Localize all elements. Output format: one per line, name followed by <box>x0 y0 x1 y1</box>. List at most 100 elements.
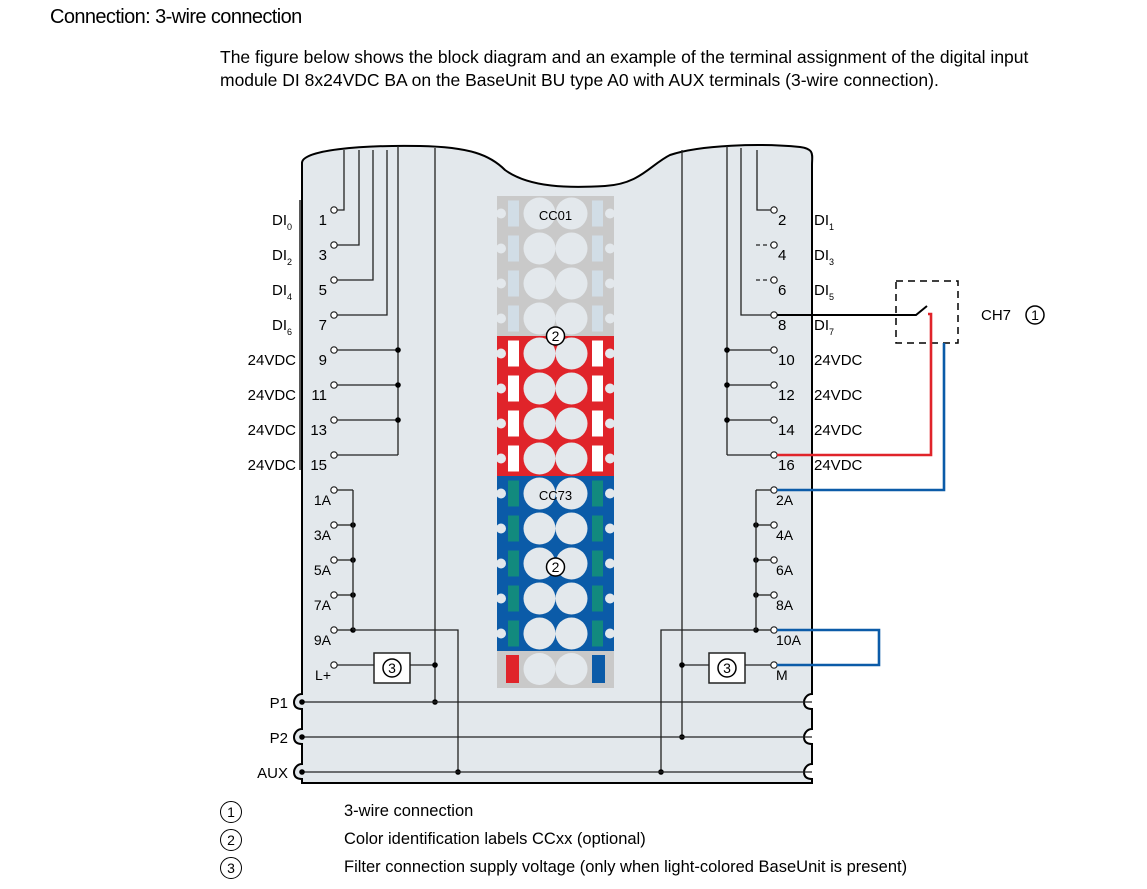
right-signal-label: 24VDC <box>814 422 863 439</box>
terminal-icon <box>770 311 778 319</box>
label-slot <box>592 235 603 262</box>
latch-notch <box>605 558 615 569</box>
terminal-hole <box>555 442 588 475</box>
terminal-icon <box>330 556 338 564</box>
terminal-hole <box>555 267 588 300</box>
left-signal-label: DI2 <box>272 247 292 267</box>
terminal-icon <box>330 416 338 424</box>
label-slot <box>592 515 603 542</box>
color-label-name: CC73 <box>539 488 572 503</box>
latch-notch <box>496 313 506 324</box>
terminal-number: 1 <box>319 212 327 229</box>
terminal-icon <box>330 626 338 634</box>
right-signal-label: DI3 <box>814 247 834 267</box>
label-slot <box>592 480 603 507</box>
latch-notch <box>496 453 506 464</box>
left-signal-label: 24VDC <box>248 387 297 404</box>
label-slot <box>592 620 603 647</box>
bus-label: P1 <box>270 695 288 712</box>
terminal-icon <box>770 346 778 354</box>
terminal-number: 16 <box>778 457 795 474</box>
terminal-icon <box>770 381 778 389</box>
aux-terminal-label: 3A <box>314 527 332 543</box>
terminal-number: 7 <box>319 317 327 334</box>
terminal-hole <box>523 302 556 335</box>
terminal-hole <box>555 372 588 405</box>
terminal-hole <box>555 617 588 650</box>
label-slot <box>508 445 519 472</box>
legend-item: 3 Filter connection supply voltage (only… <box>220 857 1120 885</box>
di-wire <box>337 150 388 316</box>
terminal-icon <box>770 276 778 284</box>
label-slot <box>592 305 603 332</box>
legend-text: Filter connection supply voltage (only w… <box>344 858 908 876</box>
label-slot <box>592 340 603 367</box>
latch-notch <box>605 523 615 534</box>
terminal-number: 11 <box>311 387 327 404</box>
callout-1-icon-text: 1 <box>1031 307 1039 323</box>
latch-notch <box>605 383 615 394</box>
latch-notch <box>605 628 615 639</box>
terminal-hole <box>523 267 556 300</box>
callout-2-icon-text: 2 <box>552 559 560 575</box>
section-heading: Connection: 3-wire connection <box>50 6 302 28</box>
bus-terminal-dot <box>299 699 305 705</box>
latch-notch <box>496 383 506 394</box>
legend-text: 3-wire connection <box>344 802 474 820</box>
callout-2-icon <box>545 326 566 346</box>
terminal-icon <box>330 661 338 669</box>
right-signal-label: 24VDC <box>814 387 863 404</box>
junction-dot <box>432 662 438 668</box>
callout-3-icon: 3 <box>220 857 242 879</box>
aux-terminal-label: 2A <box>776 492 794 508</box>
latch-notch <box>496 523 506 534</box>
latch-notch <box>496 278 506 289</box>
aux-terminal-label: L+ <box>315 667 331 683</box>
latch-notch <box>496 418 506 429</box>
callout-3-icon <box>717 658 737 678</box>
terminal-hole <box>523 582 556 615</box>
terminal-hole <box>523 617 556 650</box>
latch-notch <box>605 313 615 324</box>
terminal-number: 13 <box>310 422 327 439</box>
blue-wire <box>777 343 946 492</box>
label-slot <box>508 305 519 332</box>
terminal-icon <box>770 416 778 424</box>
terminal-hole <box>523 407 556 440</box>
switch-contact <box>908 305 928 316</box>
callout-3-icon <box>382 658 402 678</box>
aux-wire <box>660 629 756 772</box>
latch-notch <box>605 488 615 499</box>
aux-terminal-label: 5A <box>314 562 332 578</box>
aux-terminal-label: 10A <box>776 632 802 648</box>
junction-dot <box>395 417 401 423</box>
label-slot <box>508 270 519 297</box>
color-label-name: CC01 <box>539 208 572 223</box>
left-signal-label: DI4 <box>272 282 292 302</box>
left-signal-label: DI6 <box>272 317 292 337</box>
aux-terminal-label: M <box>776 667 788 683</box>
aux-terminal-label: 9A <box>314 632 332 648</box>
terminal-icon <box>330 521 338 529</box>
callout-1-icon: 1 <box>220 801 242 823</box>
terminal-hole <box>555 653 588 685</box>
callout-1-icon <box>1025 305 1045 325</box>
terminal-icon <box>330 206 338 214</box>
label-slot <box>592 550 603 577</box>
terminal-number: 12 <box>778 387 795 404</box>
latch-notch <box>605 208 615 219</box>
terminal-number: 4 <box>778 247 786 264</box>
terminal-hole <box>523 512 556 545</box>
terminal-number: 10 <box>778 352 795 369</box>
latch-notch <box>496 348 506 359</box>
terminal-hole <box>523 477 556 510</box>
aux-wire <box>353 629 459 772</box>
terminal-icon <box>330 346 338 354</box>
terminal-icon <box>330 276 338 284</box>
legend-item: 2 Color identification labels CCxx (opti… <box>220 829 1120 857</box>
terminal-hole <box>555 302 588 335</box>
terminal-hole <box>555 232 588 265</box>
